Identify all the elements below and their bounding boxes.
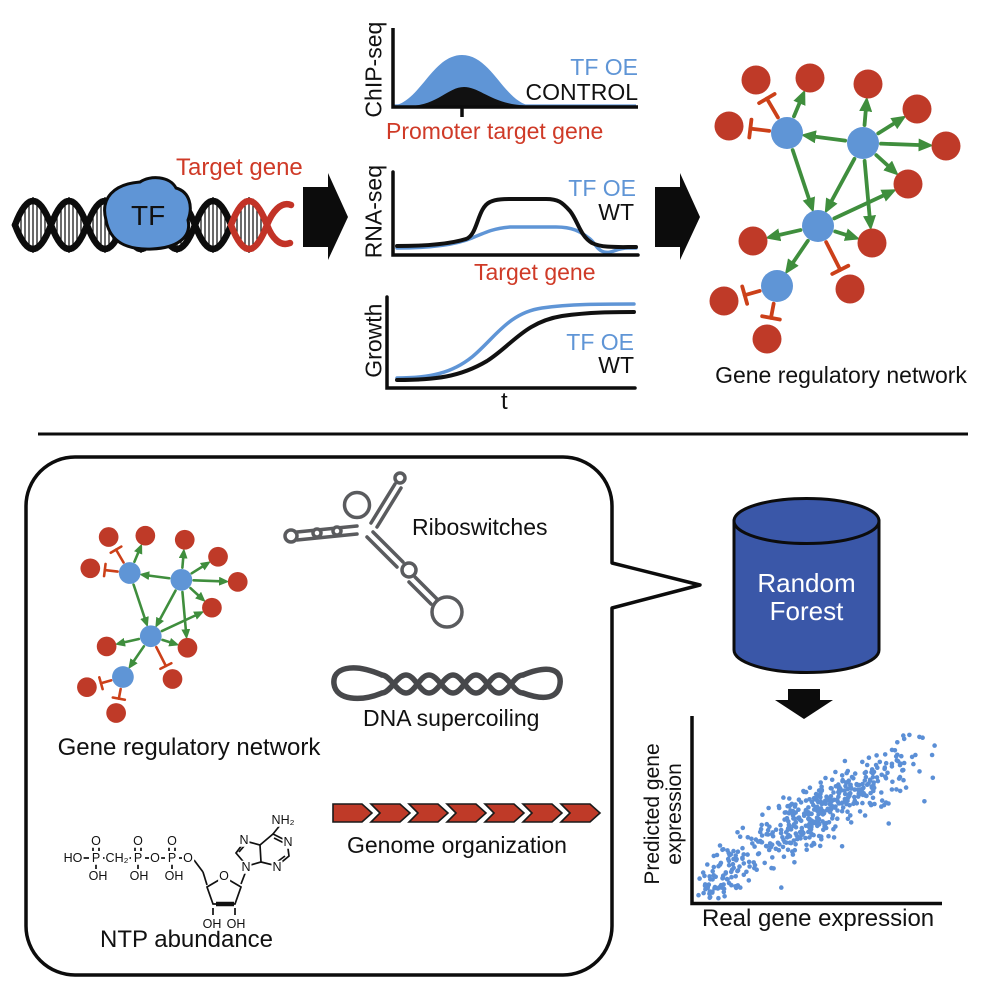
- random-forest-database-icon: [732, 497, 881, 674]
- rnaseq-y-axis-label: RNA-seq: [360, 164, 387, 259]
- genome-organization-icon: [332, 803, 602, 823]
- atom-label: P: [166, 850, 178, 865]
- atom-label: P: [90, 850, 102, 865]
- tf-protein-blob: [103, 176, 192, 251]
- growth-legend-wt: WT: [598, 352, 634, 378]
- ntp-abundance-label: NTP abundance: [100, 926, 274, 953]
- chipseq-y-axis-label: ChIP-seq: [360, 21, 387, 118]
- atom-label: O: [182, 850, 194, 865]
- chipseq-legend-control: CONTROL: [525, 79, 638, 105]
- gene-regulatory-network-label: Gene regulatory network: [715, 362, 967, 388]
- atom-label: OH: [87, 868, 109, 883]
- random-forest-label-line1: Random: [757, 568, 856, 598]
- atom-label: O: [132, 833, 144, 848]
- target-gene-dna-segment: [227, 198, 295, 252]
- gene-regulatory-network-small-label: Gene regulatory network: [57, 734, 321, 761]
- atom-label: OH: [163, 868, 185, 883]
- growth-x-axis-label: t: [501, 388, 508, 415]
- rnaseq-legend-wt: WT: [598, 199, 634, 225]
- atom-label: P: [132, 850, 144, 865]
- atom-label: O: [218, 868, 230, 883]
- atom-label: N: [238, 832, 250, 847]
- growth-legend-tfoe: TF OE: [566, 329, 634, 355]
- gene-regulatory-network-diagram: [710, 64, 961, 354]
- chipseq-plot: [391, 28, 638, 117]
- rnaseq-x-axis-label: Target gene: [474, 259, 596, 285]
- atom-label: OH: [201, 916, 223, 931]
- riboswitches-label: Riboswitches: [412, 514, 548, 540]
- random-forest-label: Random Forest: [736, 569, 877, 625]
- scatter-y-axis-label-line1: Predicted gene: [641, 743, 664, 885]
- chipseq-x-axis-label: Promoter target gene: [386, 118, 604, 144]
- scatter-plot: [690, 716, 942, 906]
- riboswitch-structure-icon: [283, 471, 464, 629]
- atom-label: O: [149, 850, 161, 865]
- genome-organization-label: Genome organization: [347, 832, 567, 858]
- dna-supercoiling-label: DNA supercoiling: [363, 705, 540, 731]
- right-arrow-icon-2: [655, 173, 700, 260]
- dna-supercoiling-icon: [331, 665, 563, 702]
- target-gene-label: Target gene: [176, 154, 303, 181]
- atom-label: OH: [128, 868, 150, 883]
- random-forest-label-line2: Forest: [769, 596, 844, 626]
- rnaseq-plot: [391, 170, 640, 257]
- down-arrow-icon: [775, 689, 833, 719]
- atom-label: HO: [62, 850, 84, 865]
- dna-tf-illustration: [11, 176, 295, 253]
- right-arrow-icon-1: [303, 173, 348, 260]
- atom-label: O: [90, 833, 102, 848]
- atom-label: N: [240, 859, 252, 874]
- atom-label: NH₂: [270, 812, 296, 827]
- atom-label: CH₂: [104, 850, 130, 865]
- tf-label: TF: [131, 200, 166, 231]
- scatter-x-axis-label: Real gene expression: [702, 905, 935, 932]
- atom-label: O: [166, 833, 178, 848]
- atom-label: OH: [225, 916, 247, 931]
- chipseq-legend-tfoe: TF OE: [570, 54, 638, 80]
- scatter-y-axis-label: Predicted gene expression: [641, 734, 686, 894]
- rnaseq-legend-tfoe: TF OE: [568, 175, 636, 201]
- atom-label: N: [282, 834, 294, 849]
- features-bubble: [24, 455, 702, 977]
- atom-label: N: [271, 859, 283, 874]
- growth-y-axis-label: Growth: [360, 303, 387, 378]
- scatter-y-axis-label-line2: expression: [663, 763, 686, 865]
- growth-plot: [385, 295, 637, 390]
